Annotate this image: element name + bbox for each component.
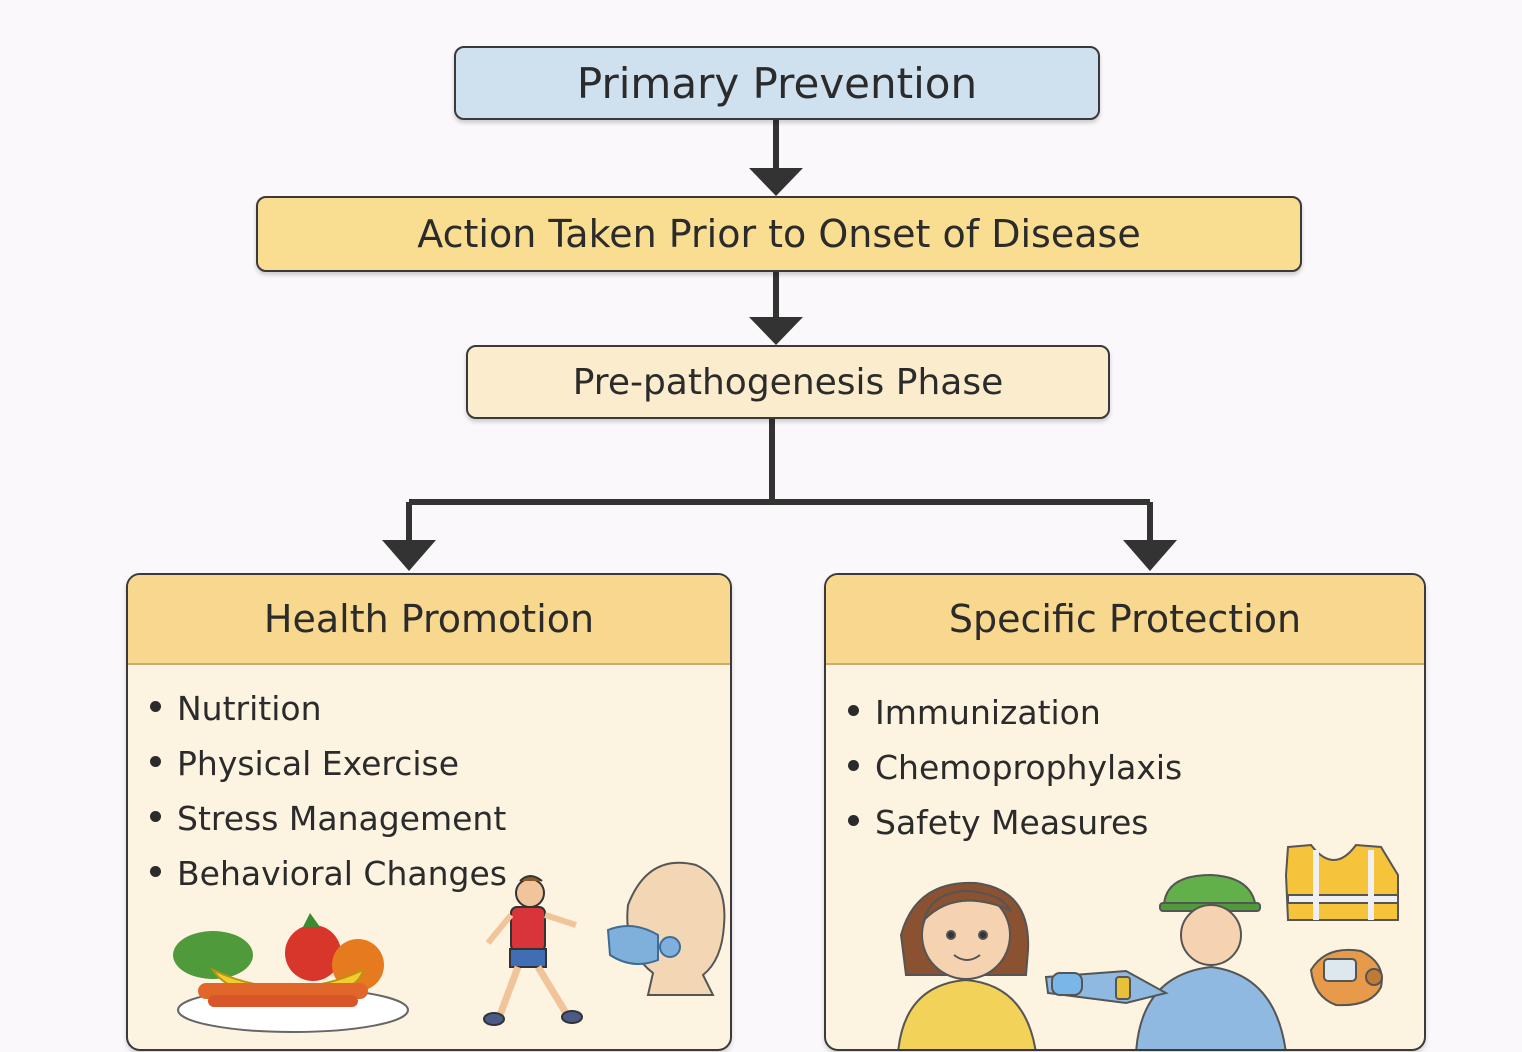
protection-illustrations (897, 843, 1399, 1049)
list-item: Immunization (848, 685, 1182, 740)
arrow-head-down (749, 168, 803, 196)
health-promotion-list: Nutrition Physical Exercise Stress Manag… (150, 681, 507, 901)
connector-lines (406, 120, 1153, 542)
list-item: Behavioral Changes (150, 846, 507, 901)
action-prior-box: Action Taken Prior to Onset of Disease (256, 196, 1302, 272)
arrow-head-down (382, 540, 436, 571)
respirator-mask-icon (1309, 948, 1383, 1007)
list-item: Stress Management (150, 791, 507, 846)
specific-protection-panel: Specific Protection Immunization Chemopr… (824, 573, 1426, 1051)
primary-prevention-label: Primary Prevention (576, 58, 978, 108)
arrow-head-down (1123, 540, 1177, 571)
specific-protection-list: Immunization Chemoprophylaxis Safety Mea… (848, 685, 1182, 850)
worker-with-helmet-icon (1044, 873, 1287, 1049)
arrow-head-down (749, 317, 803, 345)
health-promotion-title: Health Promotion (128, 575, 730, 665)
action-prior-label: Action Taken Prior to Onset of Disease (417, 212, 1141, 256)
health-promotion-panel: Health Promotion Nutrition Physical Exer… (126, 573, 732, 1051)
pre-pathogenesis-label: Pre-pathogenesis Phase (572, 361, 1004, 403)
safety-vest-icon (1284, 843, 1399, 921)
primary-prevention-box: Primary Prevention (454, 46, 1100, 120)
head-with-mask-icon (606, 861, 726, 996)
girl-icon (897, 881, 1037, 1049)
pre-pathogenesis-box: Pre-pathogenesis Phase (466, 345, 1110, 419)
list-item: Chemoprophylaxis (848, 740, 1182, 795)
list-item: Physical Exercise (150, 736, 507, 791)
health-illustrations (173, 861, 726, 1033)
list-item: Nutrition (150, 681, 507, 736)
list-item: Safety Measures (848, 795, 1182, 850)
specific-protection-title: Specific Protection (826, 575, 1424, 665)
running-person-icon (483, 875, 583, 1026)
fruit-bowl-icon (173, 913, 409, 1033)
